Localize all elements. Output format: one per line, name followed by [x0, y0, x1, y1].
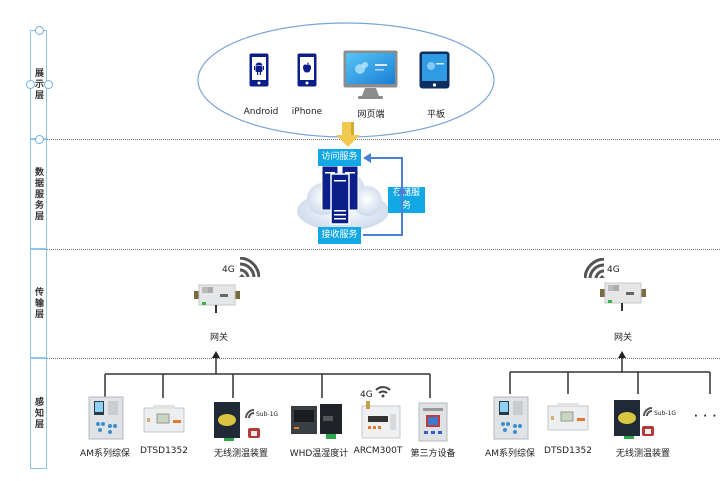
layer-divider — [47, 358, 720, 359]
monitor-icon — [343, 50, 398, 99]
device-label: AM系列综保 — [80, 449, 130, 459]
client-label-android: Android — [243, 107, 279, 117]
am-relay-device-icon — [88, 396, 124, 440]
client-label-tablet: 平板 — [426, 110, 446, 120]
down-arrow-icon — [336, 122, 360, 147]
device-signal-label: 4G — [360, 390, 373, 400]
storage-service-box[interactable]: 存储服务 — [388, 187, 425, 213]
arcm300t-device-icon — [361, 401, 401, 439]
wireless-temp-device-icon — [614, 400, 654, 439]
third-party-device-icon — [418, 402, 448, 442]
device-label: 第三方设备 — [410, 449, 456, 459]
layer-perception: 感知层 — [30, 358, 47, 469]
device-label: DTSD1352 — [544, 446, 592, 456]
device-label: 无线测温装置 — [213, 449, 269, 459]
access-service-box[interactable]: 访问服务 — [318, 149, 361, 166]
resize-handle[interactable] — [44, 80, 53, 89]
dtsd-meter-icon — [143, 405, 185, 433]
access-service-label: 访问服务 — [321, 152, 358, 162]
layer-divider — [47, 249, 720, 250]
more-devices-ellipsis: · · · — [694, 411, 718, 422]
layer-divider — [47, 139, 720, 140]
tablet-icon — [419, 51, 450, 89]
gateway-signal-label: 4G — [222, 265, 235, 275]
wifi-signal-icon — [375, 386, 391, 398]
receive-service-box[interactable]: 接收服务 — [318, 227, 361, 244]
device-label: 无线测温装置 — [615, 449, 671, 459]
wireless-temp-device-icon — [214, 402, 260, 441]
layer-label: 展示层 — [33, 68, 43, 101]
layer-label: 数据服务层 — [33, 166, 43, 222]
wifi-signal-icon — [584, 258, 605, 279]
bus-lines-group1 — [104, 351, 431, 398]
gateway-label: 网关 — [613, 333, 633, 343]
service-flow-arrows — [363, 153, 407, 236]
wifi-signal-icon — [239, 257, 260, 278]
device-label: WHD温湿度计 — [289, 449, 349, 459]
android-phone-icon — [249, 53, 269, 87]
receive-service-label: 接收服务 — [321, 230, 358, 240]
gateway-device-icon — [600, 282, 646, 311]
iphone-icon — [297, 53, 317, 87]
resize-handle[interactable] — [26, 80, 35, 89]
device-label: ARCM300T — [353, 446, 403, 456]
layer-label: 传输层 — [33, 287, 43, 320]
resize-handle[interactable] — [35, 26, 44, 35]
client-label-web: 网页端 — [357, 110, 385, 120]
device-signal-label: Sub-1G — [654, 410, 677, 417]
device-label: DTSD1352 — [140, 446, 188, 456]
gateway-device-icon — [194, 284, 240, 313]
gateway-signal-label: 4G — [607, 265, 620, 275]
dtsd-meter-icon — [547, 403, 589, 431]
resize-handle[interactable] — [35, 135, 44, 144]
layer-transport: 传输层 — [30, 249, 47, 358]
am-relay-device-icon — [493, 396, 529, 440]
device-signal-label: Sub-1G — [256, 411, 279, 418]
bus-lines-group2 — [509, 351, 711, 394]
layer-data-service: 数据服务层 — [30, 139, 47, 249]
device-label: AM系列综保 — [485, 449, 535, 459]
storage-service-label: 存储服务 — [392, 188, 420, 211]
gateway-label: 网关 — [209, 333, 229, 343]
layer-label: 感知层 — [33, 397, 43, 430]
client-label-iphone: iPhone — [291, 107, 323, 117]
whd-hygrometer-icon — [291, 404, 342, 439]
server-icon — [321, 165, 359, 225]
